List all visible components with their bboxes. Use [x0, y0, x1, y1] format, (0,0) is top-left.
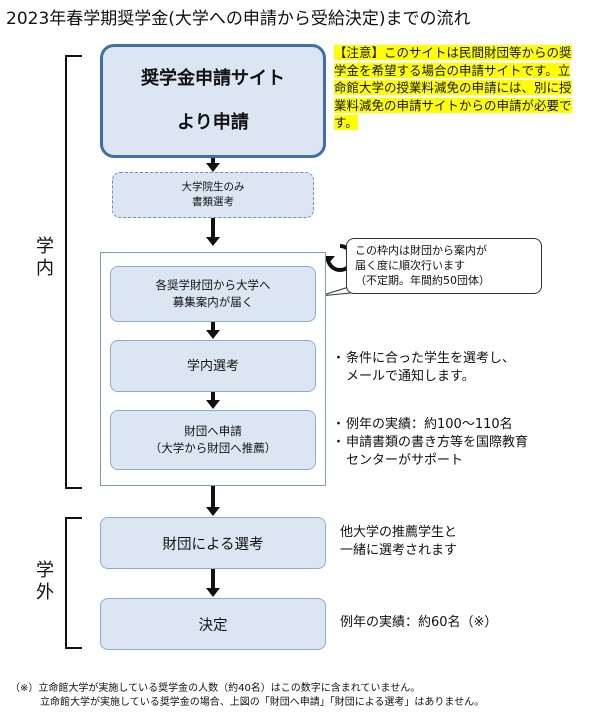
internal-selection-box: 学内選考 [110, 340, 316, 392]
apply-foundation-box: 財団へ申請 （大学から財団へ推薦） [110, 410, 316, 470]
internal-bracket [65, 55, 82, 489]
caution-note: 【注意】このサイトは民間財団等からの奨学金を希望する場合の申請サイトです。立命館… [334, 44, 574, 132]
selection-note: 条件に合った学生を選考し、 メールで通知します。 [332, 350, 574, 386]
page-title: 2023年春学期奨学金(大学への申請から受給決定)までの流れ [6, 9, 471, 29]
external-bracket [65, 517, 82, 649]
caution-text: 【注意】このサイトは民間財団等からの奨学金を希望する場合の申請サイトです。立命館… [334, 45, 572, 130]
other-univ-note: 他大学の推薦学生と 一緒に選考されます [340, 525, 458, 558]
decision-note: 例年の実績：約60名（※） [340, 615, 498, 630]
internal-label: 学 内 [36, 236, 54, 279]
external-label: 学 外 [36, 560, 54, 603]
foundation-selection-box: 財団による選考 [100, 517, 326, 569]
results-support-note: 例年の実績：約100～110名 申請書類の書き方等を国際教育 センターがサポート [332, 416, 594, 470]
apply-site-box: 奨学金申請サイト より申請 [100, 44, 326, 158]
callout-box: この枠内は財団から案内が 届く度に順次行います （不定期。年間約50団体） [346, 238, 542, 294]
grad-screening-box: 大学院生のみ 書類選考 [112, 172, 314, 218]
footnote: （※）立命館大学が実施している奨学金の人数（約40名）はこの数字に含まれていませ… [10, 683, 485, 708]
decision-box: 決定 [100, 598, 326, 650]
foundation-notice-box: 各奨学財団から大学へ 募集案内が届く [110, 266, 316, 322]
